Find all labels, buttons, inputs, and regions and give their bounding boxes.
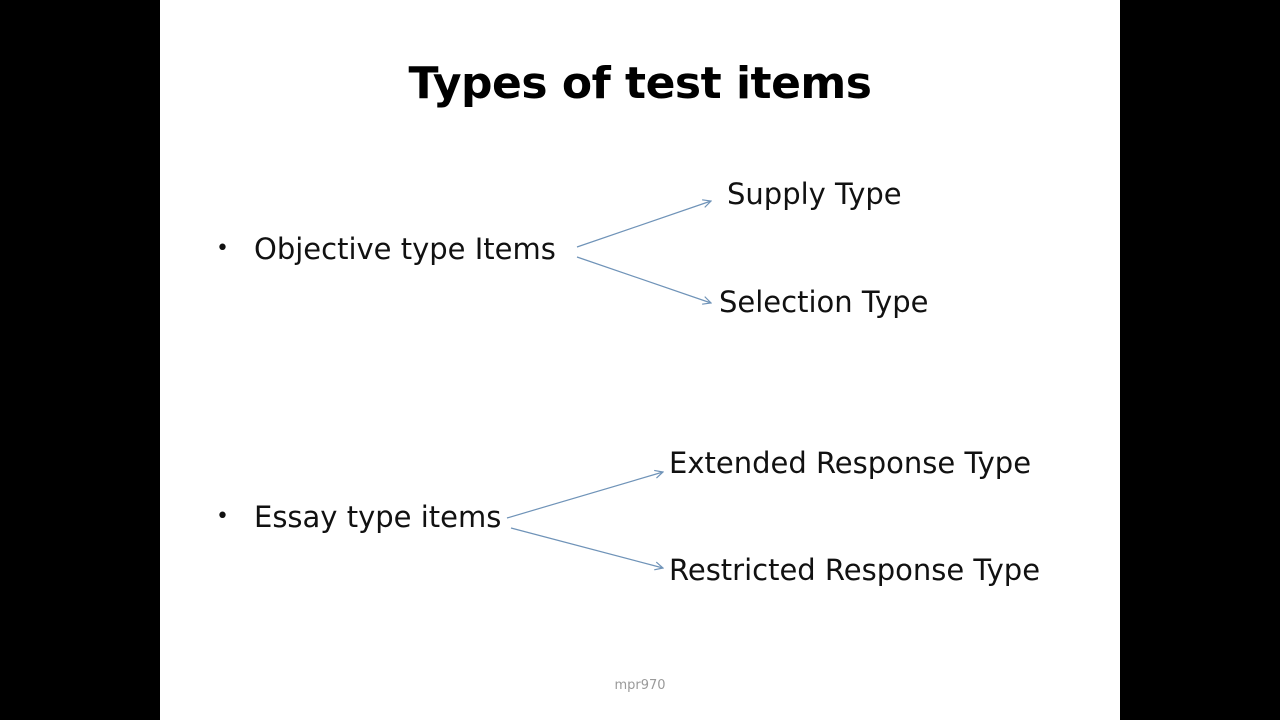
branch-supply-type: Supply Type: [727, 177, 902, 211]
bullet-essay-type-items: Essay type items: [254, 500, 502, 534]
slide: Types of test items • Objective type Ite…: [160, 0, 1120, 720]
bullet-marker: •: [216, 236, 229, 261]
bullet-objective-type-items: Objective type Items: [254, 232, 556, 266]
arrow-to-extended-response-type: [506, 472, 663, 519]
slide-footer-label: mpr970: [614, 678, 666, 693]
slide-title: Types of test items: [408, 58, 872, 109]
arrow-to-selection-type: [576, 256, 711, 303]
branch-extended-response-type: Extended Response Type: [669, 446, 1032, 480]
arrow-to-supply-type: [576, 201, 711, 248]
arrow-to-restricted-response-type: [510, 527, 663, 568]
bullet-marker: •: [216, 504, 229, 529]
branch-selection-type: Selection Type: [719, 285, 929, 319]
branch-restricted-response-type: Restricted Response Type: [669, 553, 1041, 587]
